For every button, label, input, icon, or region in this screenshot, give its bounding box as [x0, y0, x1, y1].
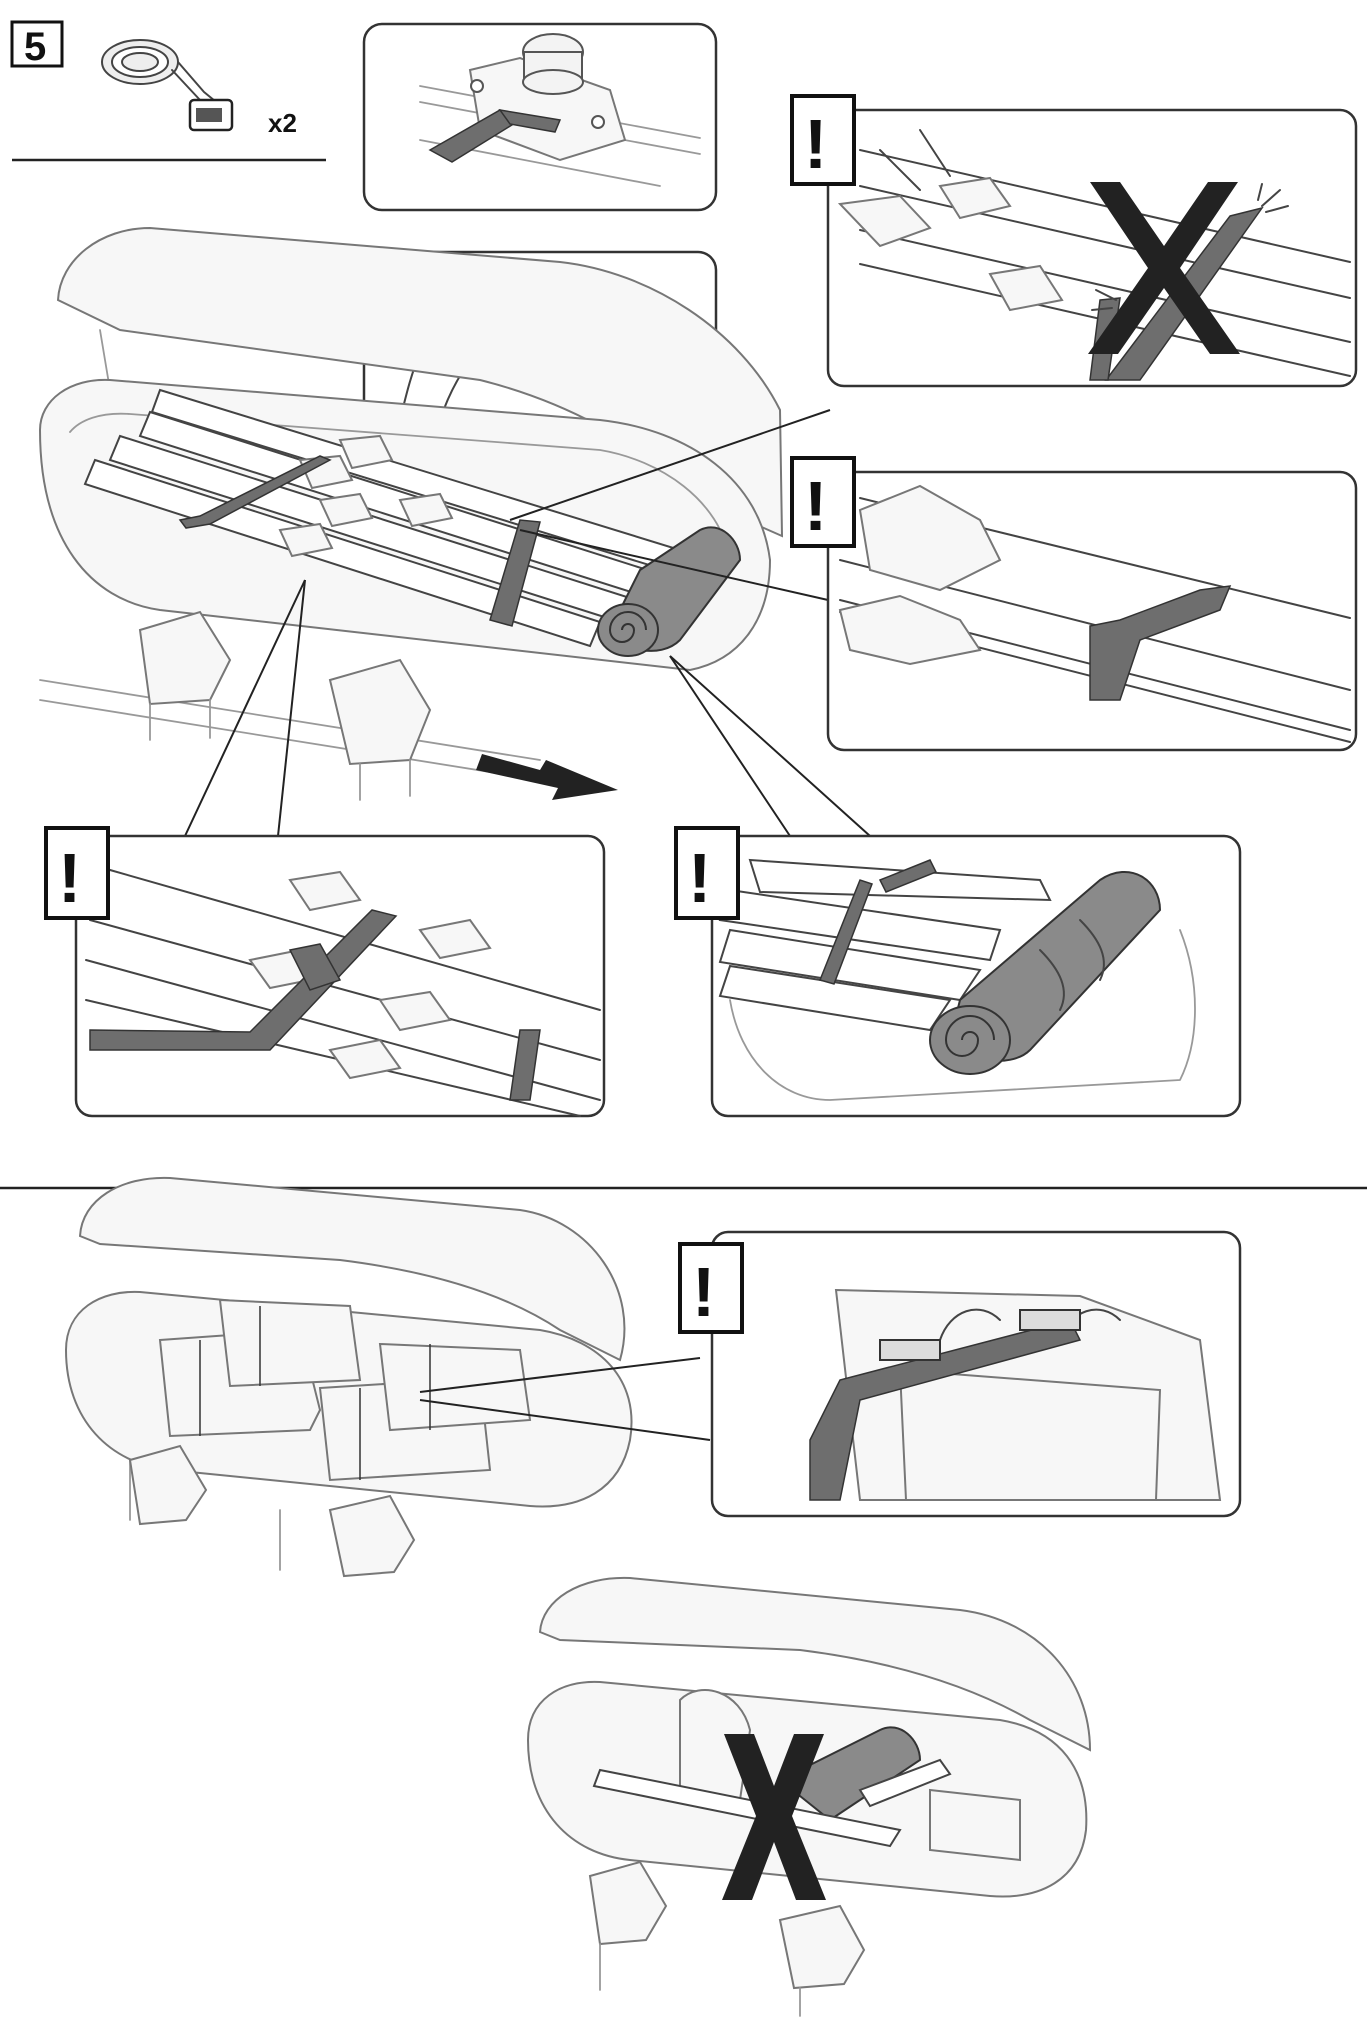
detail-panel-strap-mount: [362, 22, 718, 212]
roof-box-bags-loaded: [64, 1176, 711, 1578]
x-mark-icon: [1088, 182, 1240, 354]
sleeping-roll: [929, 870, 1162, 1075]
svg-text:!: !: [58, 839, 81, 917]
warning-icon: !: [790, 456, 856, 548]
step-number-box: [10, 20, 64, 68]
svg-text:!: !: [804, 105, 827, 183]
warning-icon: !: [790, 94, 856, 186]
warning-panel-strap-binding: [826, 470, 1358, 752]
quantity-label: x2: [268, 108, 297, 138]
warning-panel-crossed-straps: [74, 834, 606, 1118]
roof-box-mixed-load-incorrect: [526, 1576, 1092, 2017]
svg-text:!: !: [804, 467, 827, 545]
warning-icon: !: [674, 826, 740, 920]
warning-panel-bag-straps: [710, 1230, 1242, 1518]
x-mark-icon: [722, 1734, 826, 1900]
arrow-right-icon: [476, 754, 618, 800]
warning-icon: !: [44, 826, 110, 920]
sleeping-roll: [597, 526, 742, 657]
roof-box-skis-loaded: [38, 226, 871, 837]
warning-icon: !: [678, 1242, 744, 1334]
svg-text:!: !: [688, 839, 711, 917]
svg-text:!: !: [692, 1253, 715, 1331]
warning-panel-ski-roll: [710, 834, 1242, 1118]
step-number: 5: [24, 25, 46, 69]
strap-icon: [101, 39, 234, 132]
step-header: 5 x2: [10, 20, 326, 162]
warning-panel-strap-on-edge: [826, 108, 1358, 388]
